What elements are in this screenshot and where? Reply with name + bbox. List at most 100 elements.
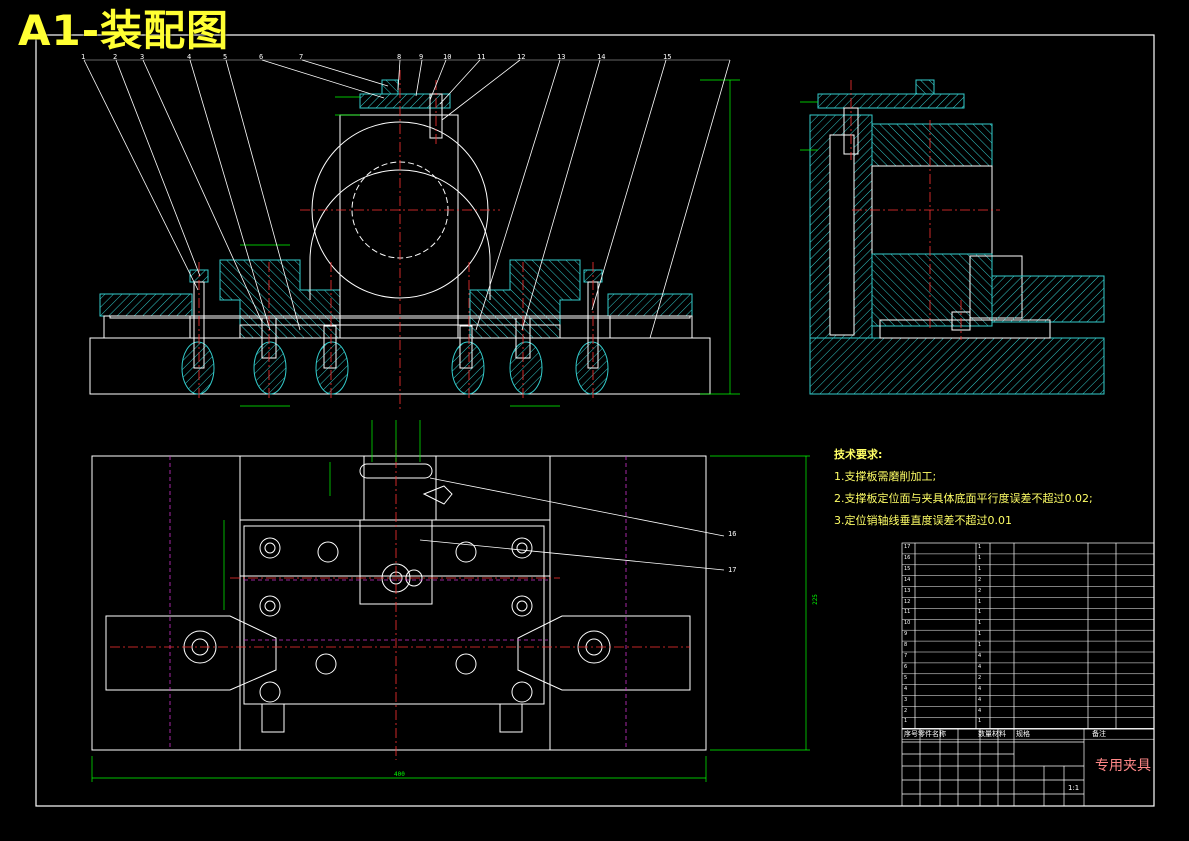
bom-header-row: 序号零件名称 数量材料 规格 备注 — [902, 728, 1154, 738]
drawing-title: A1-装配图 — [18, 6, 230, 55]
bom-cell: 1 — [978, 544, 982, 550]
bom-row: 15 1 — [902, 565, 1154, 575]
bom-cell: 2 — [978, 674, 982, 681]
bom-row: 10 1 — [902, 619, 1154, 629]
balloon-1: 1 — [81, 53, 86, 61]
bom-cell: 2 — [904, 707, 908, 714]
top-dimensions — [91, 420, 810, 782]
bom-cell: 11 — [904, 609, 911, 616]
bom-row: 14 2 — [902, 576, 1154, 586]
bom-cell: 15 — [904, 565, 911, 572]
bom-cell: 1 — [978, 554, 982, 561]
balloon-13: 13 — [557, 53, 566, 61]
bom-cell: 1 — [978, 598, 982, 605]
bom-cell: 8 — [904, 642, 908, 649]
bom-row-lines — [902, 553, 1154, 740]
bom-cell: 10 — [904, 620, 911, 627]
bom-row: 17 1 — [902, 543, 1154, 553]
bom-cell: 4 — [978, 685, 982, 692]
bom-cell: 13 — [904, 587, 911, 594]
bom-cell: 14 — [904, 576, 911, 583]
bom-row: 12 1 — [902, 598, 1154, 608]
bom-row: 13 2 — [902, 587, 1154, 597]
bom-cell: 6 — [904, 663, 908, 670]
balloon-12: 12 — [517, 53, 526, 61]
technical-requirements: 技术要求: 1.支撑板需磨削加工; 2.支撑板定位面与夹具体底面平行度误差不超过… — [834, 444, 1093, 532]
bom-cell: 4 — [978, 696, 982, 703]
bom-cell: 1 — [978, 718, 982, 725]
balloon-8: 8 — [397, 53, 402, 61]
bom-row: 16 1 — [902, 554, 1154, 564]
top-view — [91, 455, 707, 751]
bom-cell: 1 — [904, 718, 908, 725]
bom-cell: 1 — [978, 609, 982, 616]
balloon-6: 6 — [259, 53, 264, 61]
bom-cell: 7 — [904, 653, 908, 659]
balloon-14: 14 — [597, 53, 606, 61]
bom-cell: 3 — [904, 696, 908, 703]
bom-cell: 12 — [904, 598, 911, 605]
bom-cell: 1 — [978, 620, 982, 627]
front-dimensions — [240, 79, 740, 407]
bom-cell: 数量 — [978, 730, 992, 739]
side-dimensions — [800, 101, 818, 151]
balloon-7: 7 — [299, 53, 304, 61]
overall-width-dimension: 400 — [394, 771, 405, 778]
balloon-9: 9 — [419, 53, 424, 61]
bom-cell: 序号 — [904, 730, 918, 739]
balloon-10: 10 — [443, 53, 452, 61]
tech-requirements-heading: 技术要求: — [834, 448, 883, 461]
bom-cell: 2 — [978, 576, 982, 583]
outer-border — [35, 34, 1155, 807]
bom-cell: 16 — [904, 554, 911, 561]
bom-cell: 4 — [978, 707, 982, 714]
bom-cell: 2 — [978, 587, 982, 594]
bom-cell: 备注 — [1092, 730, 1106, 739]
balloon-2: 2 — [113, 53, 118, 61]
tech-requirement-3: 3.定位销轴线垂直度误差不超过0.01 — [834, 514, 1012, 527]
bom-cell: 1 — [978, 642, 982, 649]
balloon-16: 16 — [728, 530, 737, 538]
bom-table-grid — [901, 542, 1155, 730]
bom-cell: 4 — [904, 685, 908, 692]
front-view — [89, 79, 711, 395]
top-leader-lines — [419, 477, 725, 571]
balloon-4: 4 — [187, 53, 192, 61]
balloon-3: 3 — [140, 53, 145, 61]
bom-cell: 9 — [904, 631, 908, 638]
bom-cell: 17 — [904, 544, 911, 550]
balloon-11: 11 — [477, 53, 486, 61]
drawing-scale: 1:1 — [1068, 784, 1080, 792]
top-centerlines — [110, 440, 690, 760]
bom-cell: 规格 — [1016, 730, 1030, 739]
front-centerlines — [198, 70, 594, 410]
bom-cell: 材料 — [992, 730, 1006, 739]
tech-requirement-1: 1.支撑板需磨削加工; — [834, 470, 937, 483]
top-hidden-lines — [169, 456, 627, 750]
side-view — [809, 79, 1105, 395]
drawing-name: 专用夹具 — [1095, 758, 1151, 774]
balloon-17: 17 — [728, 566, 737, 574]
bom-cell: 4 — [978, 663, 982, 670]
bom-cell: 5 — [904, 674, 908, 681]
bom-cell: 4 — [978, 653, 982, 659]
tech-requirement-2: 2.支撑板定位面与夹具体底面平行度误差不超过0.02; — [834, 492, 1093, 505]
balloon-15: 15 — [663, 53, 672, 61]
title-block-grid — [901, 728, 1155, 807]
leader-lines — [83, 59, 731, 339]
bom-cell: 1 — [978, 631, 982, 638]
bom-cell: 1 — [978, 565, 982, 572]
bom-cell: 零件名称 — [918, 730, 946, 739]
balloon-5: 5 — [223, 53, 228, 61]
